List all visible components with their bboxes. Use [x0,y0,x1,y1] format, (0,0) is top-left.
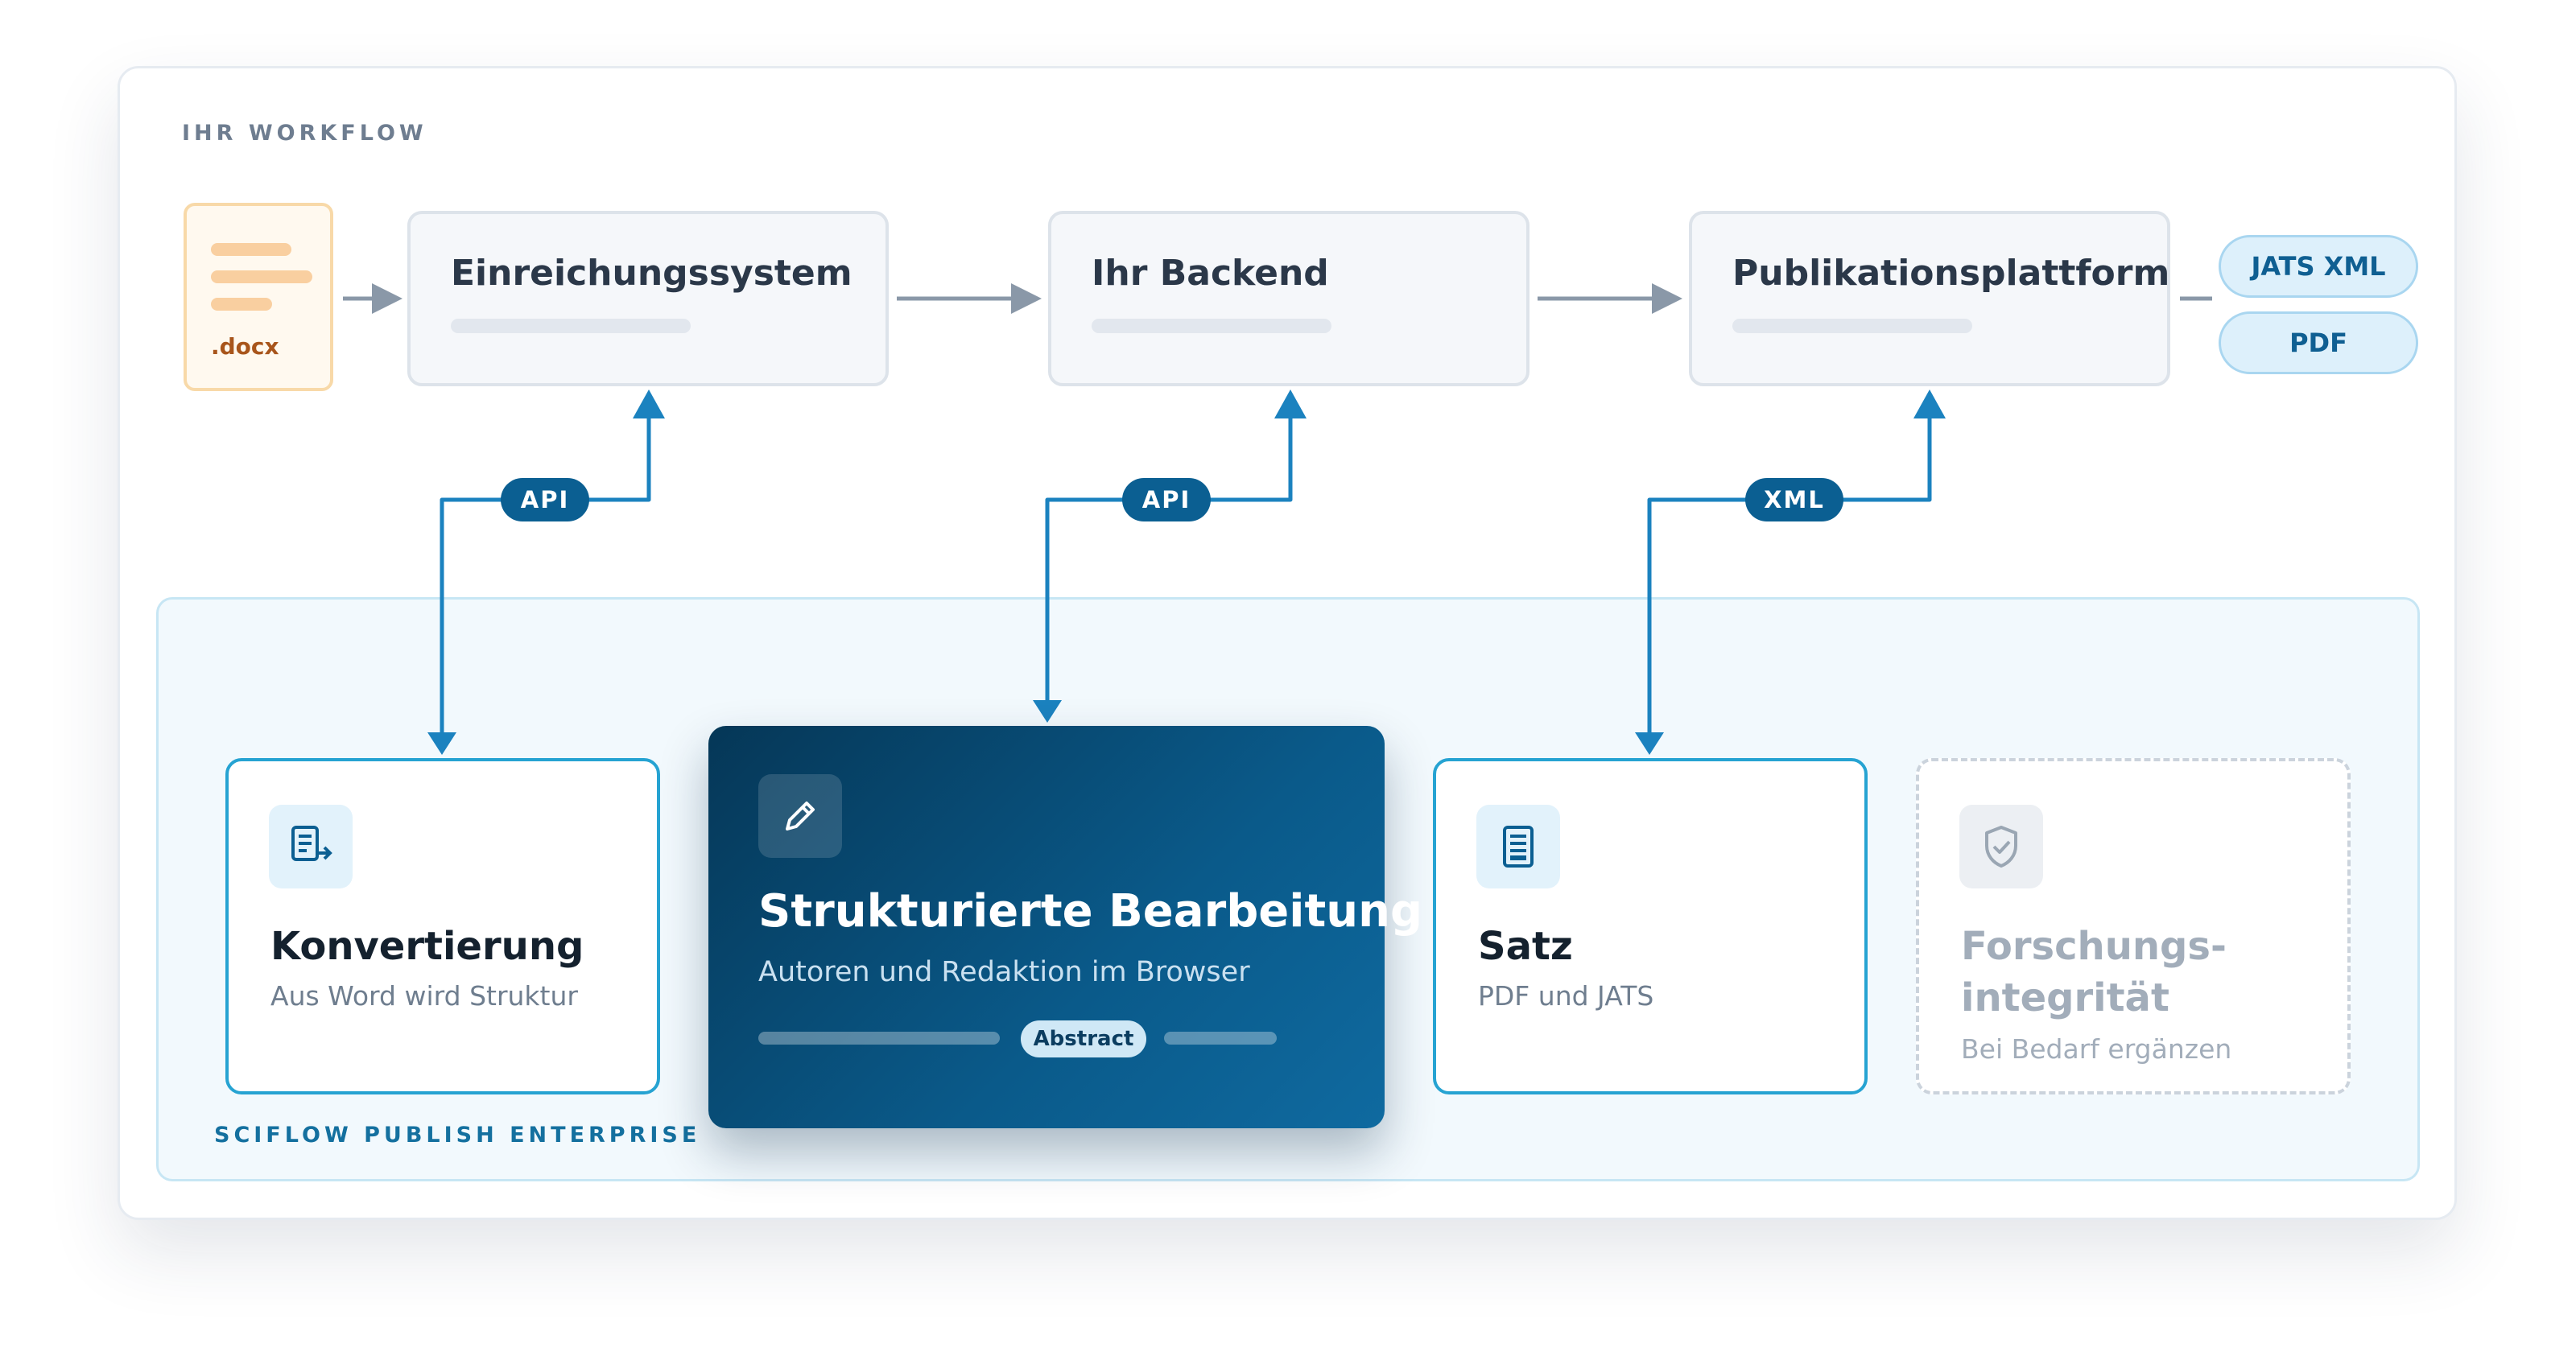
connector-arrowhead-down [1635,732,1664,755]
connector-arrowhead-up [633,390,665,418]
module-card-satz: Satz PDF und JATS [1433,758,1868,1094]
connector-arrowhead-down [1033,700,1062,723]
module-card-forschungsintegritaet: Forschungs- integrität Bei Bedarf ergänz… [1916,758,2351,1094]
module-card-strukturierte-bearbeitung: Strukturierte Bearbeitung Autoren und Re… [708,726,1422,1128]
shield-check-icon [1959,805,2043,888]
system-box-ihr-backend: Ihr Backend [1048,211,1530,386]
pencil-icon [758,774,842,858]
module-subtitle: PDF und JATS [1478,980,1654,1012]
module-subtitle: Aus Word wird Struktur [270,980,578,1012]
docx-label: .docx [211,333,279,360]
system-placeholder-bar [1732,319,1972,333]
connector-arrowhead-up [1913,390,1946,418]
docx-line [211,270,312,283]
module-title: Strukturierte Bearbeitung [758,885,1423,938]
system-title: Ihr Backend [1092,253,1329,294]
module-title-line: integrität [1961,975,2169,1020]
connector-badge-api: API [501,478,589,521]
enterprise-label: SCIFLOW PUBLISH ENTERPRISE [214,1123,701,1148]
module-subtitle: Bei Bedarf ergänzen [1961,1033,2232,1065]
docx-line [211,298,272,311]
module-title: Konvertierung [270,924,584,969]
system-title: Publikationsplattform [1732,253,2170,294]
module-title: Satz [1478,924,1573,969]
placeholder-bar [758,1032,1000,1045]
connector-arrowhead-up [1274,390,1307,418]
format-pill-jats-xml: JATS XML [2219,235,2418,298]
flow-arrowhead [1011,283,1042,314]
placeholder-bar [1164,1032,1277,1045]
module-title: Forschungs- integrität [1961,921,2227,1024]
flow-arrowhead [372,283,402,314]
system-title: Einreichungssystem [451,253,852,294]
document-arrow-icon [269,805,353,888]
docx-line [211,243,291,256]
connector-xml-satz [1647,414,1932,742]
format-pill-pdf: PDF [2219,311,2418,374]
connector-arrowhead-down [427,732,456,755]
connector-api-bearbeitung [1045,414,1293,710]
connector-api-konvertierung [440,414,651,742]
connector-badge-api: API [1122,478,1211,521]
system-box-einreichungssystem: Einreichungssystem [407,211,889,386]
system-box-publikationsplattform: Publikationsplattform [1689,211,2170,386]
module-title-line: Forschungs- [1961,924,2227,969]
document-icon [1476,805,1560,888]
flow-arrowhead [1652,283,1682,314]
workflow-section-label: IHR WORKFLOW [182,121,427,146]
system-placeholder-bar [1092,319,1331,333]
module-subtitle: Autoren und Redaktion im Browser [758,956,1250,988]
connector-badge-xml: XML [1745,478,1843,521]
abstract-tag: Abstract [1021,1020,1146,1057]
module-card-konvertierung: Konvertierung Aus Word wird Struktur [225,758,660,1094]
docx-file-icon: .docx [184,203,333,391]
system-placeholder-bar [451,319,691,333]
